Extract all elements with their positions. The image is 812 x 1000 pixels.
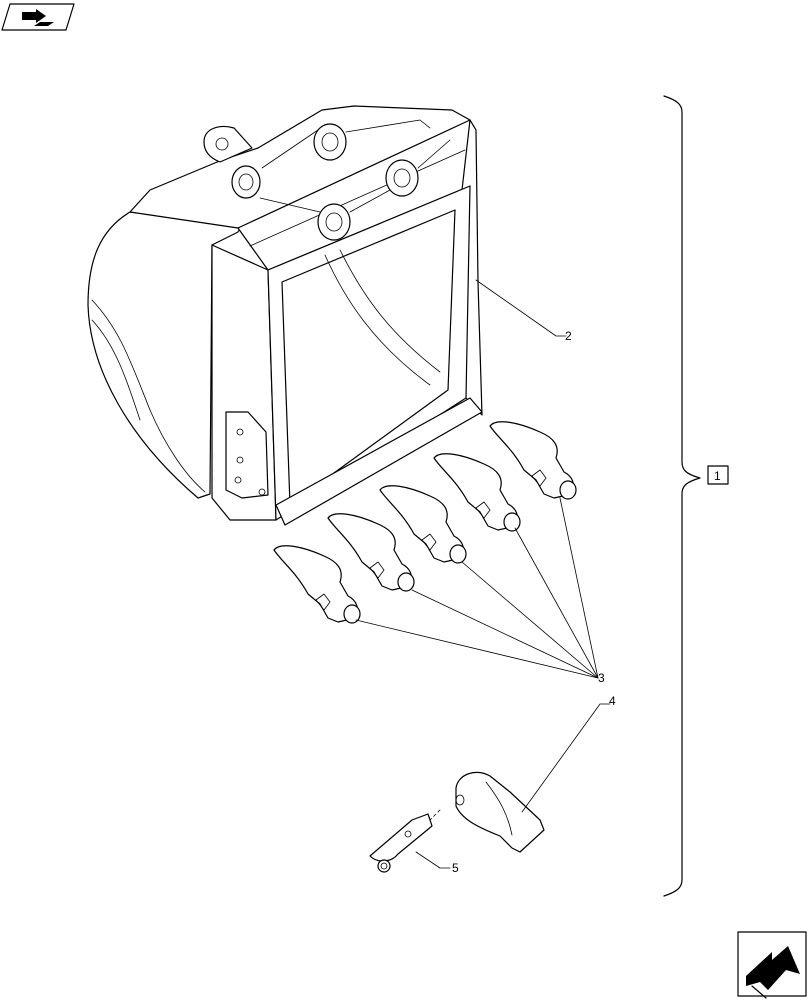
leader-lines (355, 279, 611, 869)
assembly-bracket (663, 95, 729, 897)
book-navigation-icon[interactable] (1, 3, 75, 31)
callout-3: 3 (598, 671, 605, 685)
teeth-drawing (273, 421, 577, 624)
callout-2: 2 (565, 329, 572, 343)
callout-5: 5 (452, 861, 459, 875)
next-page-arrow-icon[interactable] (737, 931, 807, 999)
retainer-drawing (369, 813, 433, 873)
bucket-drawing (87, 105, 483, 526)
tooth-adapter-drawing (427, 771, 545, 853)
callout-4: 4 (609, 694, 616, 708)
callout-1: 1 (714, 469, 721, 483)
